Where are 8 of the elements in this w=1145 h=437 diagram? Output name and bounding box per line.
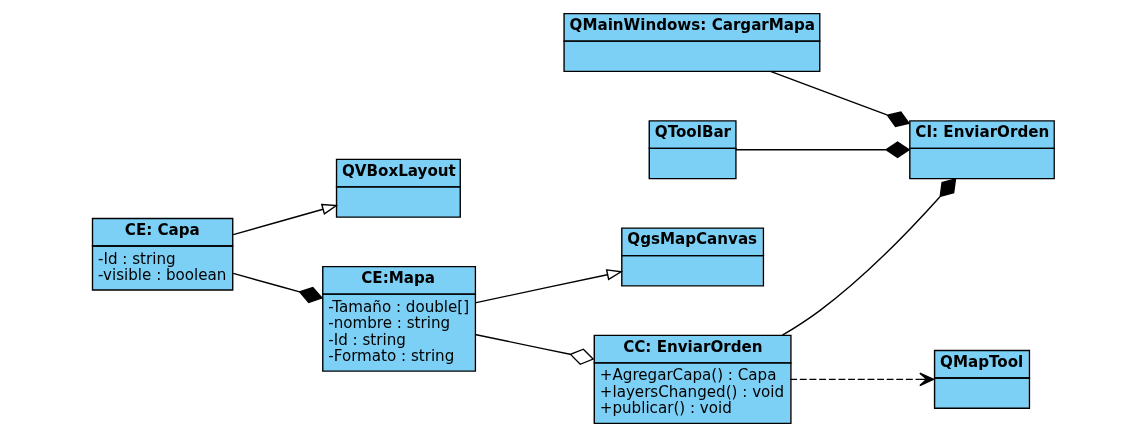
connector [734,141,910,159]
connector [232,272,323,304]
arrow [789,372,934,387]
connector [769,70,910,128]
connector [781,178,956,336]
arrow [232,203,338,236]
arrow [473,269,623,304]
connector [473,333,594,366]
